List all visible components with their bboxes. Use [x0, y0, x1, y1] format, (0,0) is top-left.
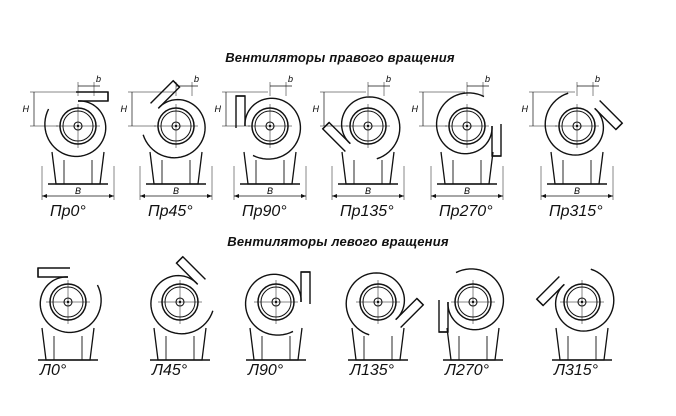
fan-unit: B Hb — [522, 74, 624, 200]
right-fan-label-270: Пр270° — [439, 203, 493, 220]
dim-b-small-label: b — [288, 74, 293, 84]
right-fan-drawing-90: B Hb — [215, 74, 307, 200]
pedestal — [146, 151, 206, 185]
impeller-wheel — [254, 280, 298, 324]
dimension-lines: B Hb — [412, 74, 504, 200]
impeller-wheel — [555, 104, 599, 148]
right-fan-drawing-45: B Hb — [121, 74, 213, 200]
pedestal — [547, 151, 607, 185]
dimension-lines: B Hb — [522, 74, 614, 200]
pedestal — [150, 327, 210, 361]
pedestal — [38, 327, 98, 361]
impeller-wheel — [356, 280, 400, 324]
pedestal — [48, 151, 108, 185]
dim-h-label: H — [215, 104, 222, 114]
fan-unit — [150, 255, 214, 361]
left-fan-315 — [527, 227, 637, 377]
left-fan-0 — [13, 227, 123, 377]
fan-unit — [244, 271, 311, 361]
pedestal — [348, 327, 408, 361]
left-fan-label-135: Л135° — [350, 362, 395, 379]
impeller-wheel — [248, 104, 292, 148]
impeller-wheel — [560, 280, 604, 324]
fan-unit — [438, 268, 505, 361]
fan-unit — [345, 272, 425, 361]
dim-h-label: H — [121, 104, 128, 114]
fan-unit: B Hb — [23, 74, 115, 200]
title-left-rotation: Вентиляторы левого вращения — [227, 234, 449, 249]
fan-unit: B Hb — [313, 74, 405, 200]
left-fan-label-0: Л0° — [40, 362, 67, 379]
right-fan-drawing-315: B Hb — [522, 74, 624, 200]
left-fan-label-90: Л90° — [248, 362, 284, 379]
dim-b-label: B — [173, 186, 179, 196]
left-fan-270 — [418, 227, 528, 377]
dim-h-label: H — [412, 104, 419, 114]
right-fan-drawing-270: B Hb — [412, 74, 504, 200]
dim-b-label: B — [267, 186, 273, 196]
left-fan-drawing-90 — [244, 271, 311, 361]
left-fan-90 — [221, 227, 331, 377]
right-fan-label-0: Пр0° — [50, 203, 86, 220]
impeller-wheel — [154, 104, 198, 148]
left-fan-drawing-270 — [438, 268, 505, 361]
pedestal — [443, 327, 503, 361]
right-fan-drawing-135: B Hb — [313, 74, 405, 200]
pedestal — [338, 151, 398, 185]
right-fan-label-90: Пр90° — [242, 203, 287, 220]
impeller-wheel — [451, 280, 495, 324]
dim-h-label: H — [23, 104, 30, 114]
right-fan-drawing-0: B Hb — [23, 74, 115, 200]
dimension-lines: B Hb — [313, 74, 405, 200]
impeller-wheel — [46, 280, 90, 324]
fan-unit: B Hb — [121, 74, 213, 200]
left-fan-drawing-135 — [345, 272, 425, 361]
dimension-lines: B Hb — [215, 74, 307, 200]
dimension-lines: B Hb — [121, 74, 213, 200]
dim-b-small-label: b — [386, 74, 391, 84]
impeller-wheel — [346, 104, 390, 148]
fan-unit — [37, 267, 102, 361]
dim-b-small-label: b — [485, 74, 490, 84]
pedestal — [437, 151, 497, 185]
fan-unit — [535, 268, 615, 361]
fan-unit: B Hb — [412, 74, 504, 200]
impeller-wheel — [158, 280, 202, 324]
dim-h-label: H — [522, 104, 529, 114]
dim-b-label: B — [574, 186, 580, 196]
left-fan-drawing-0 — [37, 267, 102, 361]
dim-b-label: B — [75, 186, 81, 196]
fan-unit: B Hb — [215, 74, 307, 200]
right-fan-label-315: Пр315° — [549, 203, 603, 220]
impeller-wheel — [56, 104, 100, 148]
right-fan-label-45: Пр45° — [148, 203, 193, 220]
pedestal — [240, 151, 300, 185]
dim-b-small-label: b — [96, 74, 101, 84]
dim-b-small-label: b — [595, 74, 600, 84]
dim-b-small-label: b — [194, 74, 199, 84]
left-fan-label-315: Л315° — [554, 362, 599, 379]
left-fan-drawing-315 — [535, 268, 615, 361]
impeller-wheel — [445, 104, 489, 148]
right-fan-label-135: Пр135° — [340, 203, 394, 220]
dim-h-label: H — [313, 104, 320, 114]
title-right-rotation: Вентиляторы правого вращения — [225, 50, 455, 65]
left-fan-label-45: Л45° — [152, 362, 188, 379]
left-fan-drawing-45 — [150, 255, 214, 361]
dim-b-label: B — [365, 186, 371, 196]
left-fan-45 — [125, 227, 235, 377]
left-fan-135 — [323, 227, 433, 377]
dim-b-label: B — [464, 186, 470, 196]
left-fan-label-270: Л270° — [445, 362, 490, 379]
dimension-lines: B Hb — [23, 74, 115, 200]
pedestal — [552, 327, 612, 361]
pedestal — [246, 327, 306, 361]
